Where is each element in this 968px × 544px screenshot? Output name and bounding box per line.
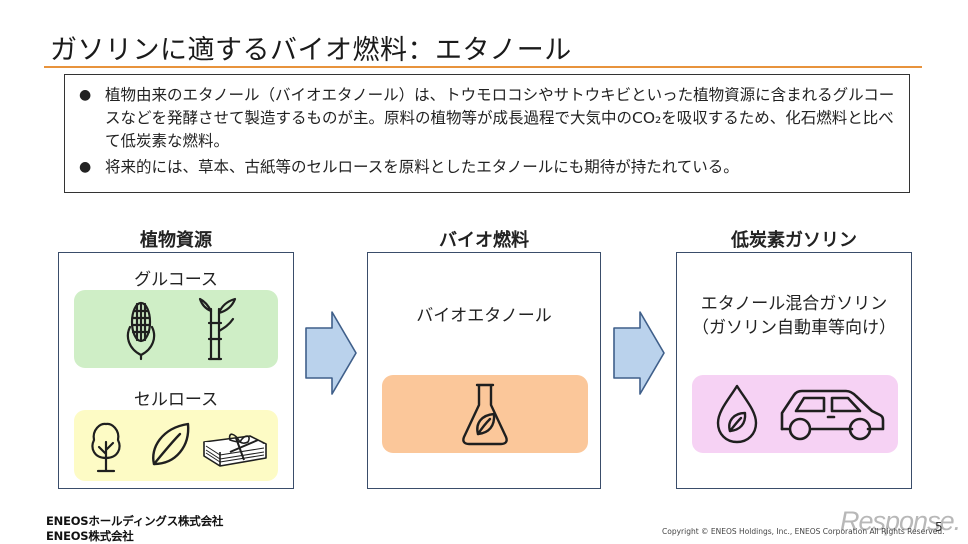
corn-icon — [126, 301, 156, 361]
flask-leaf-icon — [462, 383, 508, 446]
tree-icon — [91, 422, 121, 473]
summary-box: ● 植物由来のエタノール（バイオエタノール）は、トウモロコシやサトウキビといった… — [64, 74, 910, 193]
bioethanol-label: バイオエタノール — [416, 306, 552, 326]
blended-gasoline-label: エタノール混合ガソリン — [700, 294, 888, 314]
gasoline-tile — [692, 375, 898, 453]
leaf-icon — [152, 422, 190, 466]
bullet-item: ● 植物由来のエタノール（バイオエタノール）は、トウモロコシやサトウキビといった… — [79, 84, 895, 153]
page-title: ガソリンに適するバイオ燃料：エタノール — [50, 35, 572, 66]
bullet-text: 将来的には、草本、古紙等のセルロースを原料としたエタノールにも期待が持たれている… — [105, 158, 739, 176]
arrow-right-icon — [305, 311, 357, 395]
cellulose-tile — [74, 410, 278, 481]
biofuel-heading: バイオ燃料 — [439, 230, 529, 251]
copyright-text: Copyright © ENEOS Holdings, Inc., ENEOS … — [662, 527, 945, 536]
bullet-mark: ● — [79, 87, 92, 103]
plant-heading: 植物資源 — [140, 230, 212, 251]
cellulose-label: セルロース — [133, 390, 219, 410]
gasoline-usage-label: （ガソリン自動車等向け） — [692, 318, 896, 338]
plant-panel: グルコース セルロース — [58, 252, 294, 489]
glucose-label: グルコース — [134, 270, 218, 290]
bullet-mark: ● — [79, 159, 92, 175]
glucose-tile — [74, 290, 278, 368]
corporation-logo: ENEOS株式会社 — [46, 529, 134, 543]
drop-leaf-icon — [716, 384, 758, 444]
gasoline-heading: 低炭素ガソリン — [731, 230, 857, 251]
paper-bundle-icon — [203, 433, 267, 467]
arrow-right-icon — [613, 311, 665, 395]
title-underline — [44, 66, 922, 68]
gasoline-panel: エタノール混合ガソリン （ガソリン自動車等向け） — [676, 252, 912, 489]
bioethanol-tile — [382, 375, 588, 453]
holdings-logo: ENEOSホールディングス株式会社 — [46, 514, 224, 528]
car-icon — [780, 389, 885, 441]
bullet-item: ● 将来的には、草本、古紙等のセルロースを原料としたエタノールにも期待が持たれて… — [79, 156, 895, 179]
page-number: 5 — [935, 520, 943, 534]
watermark: Response. — [840, 506, 961, 536]
biofuel-panel: バイオエタノール — [367, 252, 601, 489]
bullet-text: 植物由来のエタノール（バイオエタノール）は、トウモロコシやサトウキビといった植物… — [105, 86, 895, 150]
sugarcane-icon — [198, 297, 237, 361]
